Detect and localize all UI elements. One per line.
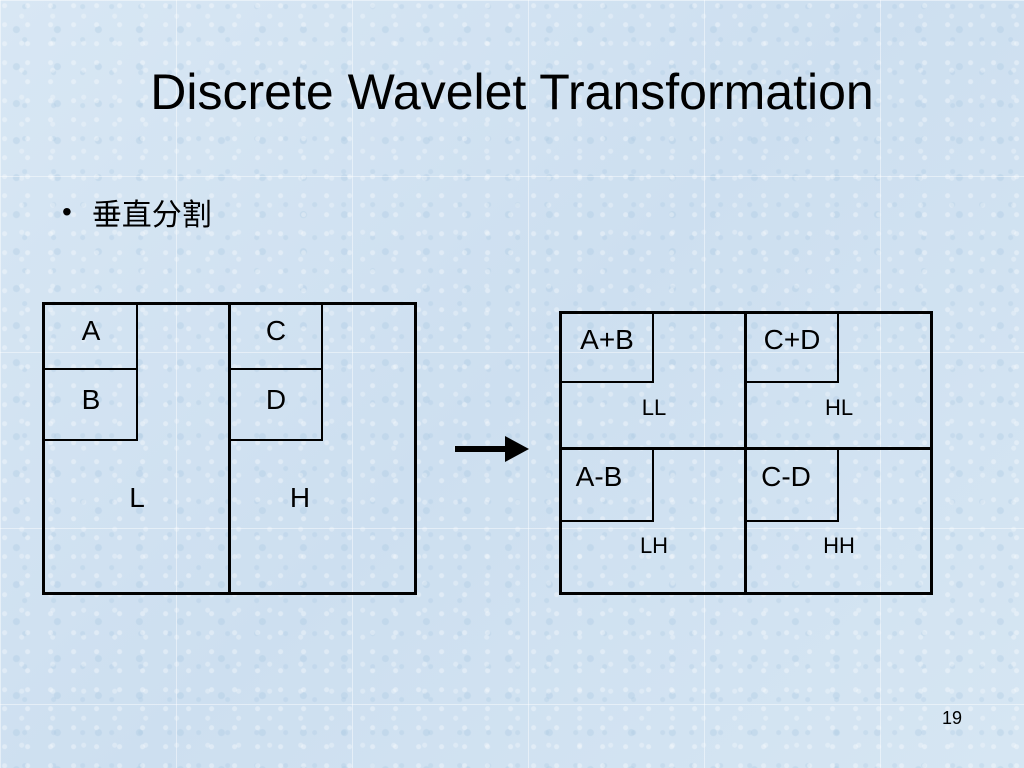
label-hh: HH (823, 533, 855, 558)
hl-sub-bottom-edge (744, 381, 839, 383)
label-d: D (265, 384, 287, 415)
ll-sub-bottom-edge (559, 381, 654, 383)
label-a: A (81, 315, 101, 346)
right-horizontal-divider (559, 447, 933, 450)
label-a-plus-b: A+B (580, 324, 634, 355)
lh-sub-bottom-edge (559, 520, 654, 522)
bullet-text: 垂直分割 (91, 198, 212, 233)
left-ab-divider (42, 368, 138, 370)
right-arrow-icon (455, 436, 529, 462)
left-ab-right-edge (136, 302, 138, 441)
bullet-dot-icon: • (62, 196, 72, 227)
label-lh: LH (639, 533, 669, 558)
label-hl: HL (824, 395, 854, 420)
label-c-minus-d: C-D (761, 461, 811, 492)
lh-sub-right-edge (652, 447, 654, 522)
hh-sub-right-edge (837, 447, 839, 522)
label-h: H (289, 482, 311, 513)
label-c-plus-d: C+D (763, 324, 821, 355)
hl-sub-right-edge (837, 311, 839, 383)
page-number: 19 (941, 708, 962, 728)
left-ab-bottom-edge (42, 439, 138, 441)
slide-title: Discrete Wavelet Transformation (150, 64, 874, 120)
left-cd-right-edge (321, 302, 323, 441)
right-vertical-divider (744, 311, 747, 595)
left-cd-bottom-edge (228, 439, 323, 441)
hh-sub-bottom-edge (744, 520, 839, 522)
ll-sub-right-edge (652, 311, 654, 383)
left-cd-divider (228, 368, 323, 370)
label-a-minus-b: A-B (575, 461, 623, 492)
label-l: L (129, 482, 145, 513)
bullet-item: • 垂直分割 (62, 190, 212, 234)
label-c: C (265, 315, 287, 346)
label-b: B (81, 384, 101, 415)
left-center-divider (228, 302, 231, 595)
label-ll: LL (641, 395, 667, 420)
